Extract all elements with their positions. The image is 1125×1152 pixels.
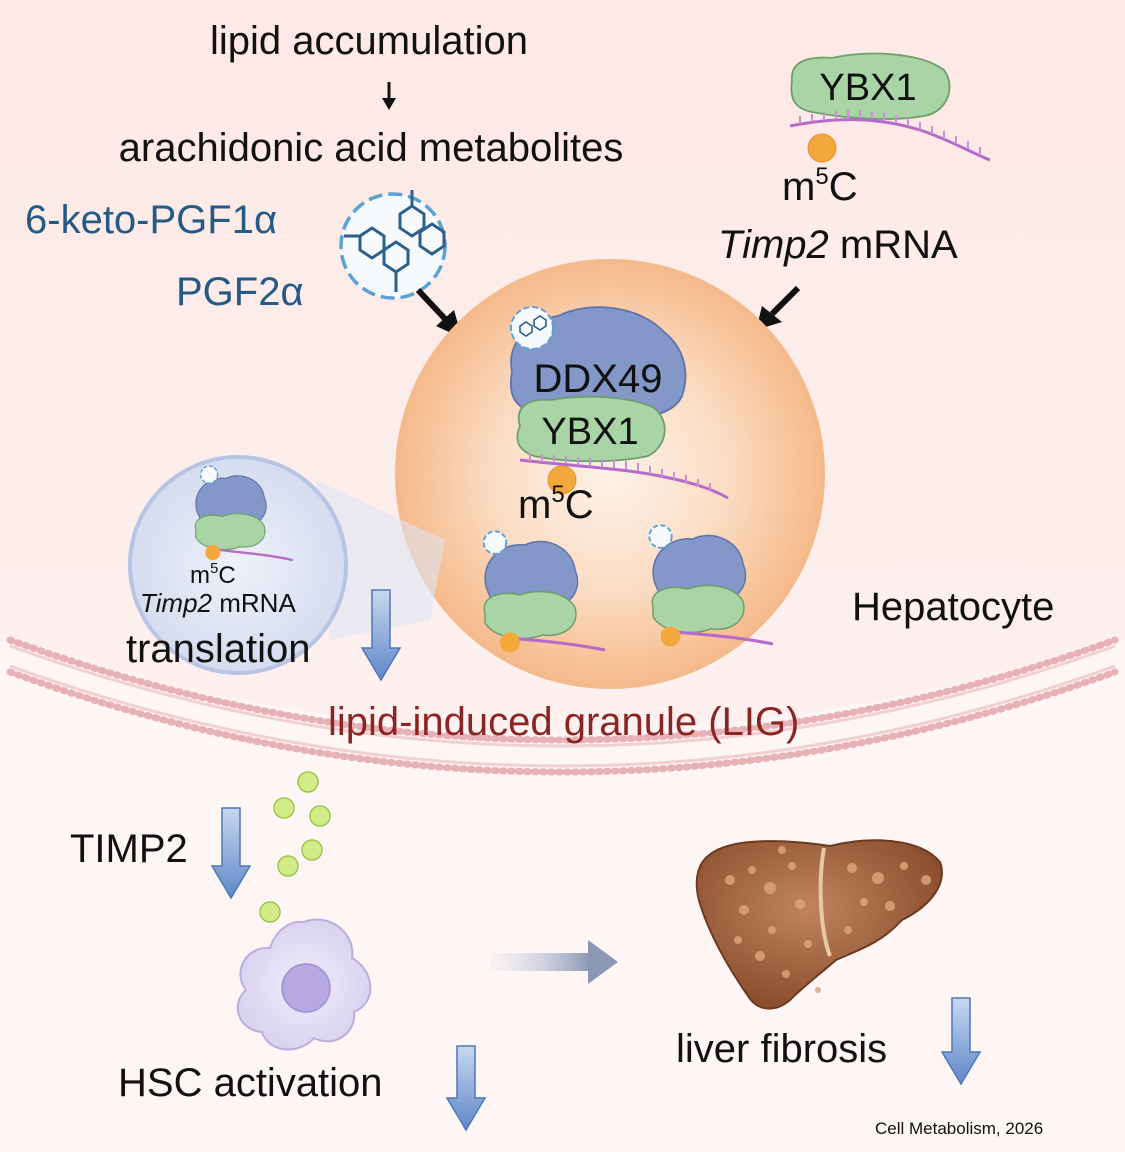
- mrna-strand-granule: [519, 453, 729, 500]
- liver-fibrosis-label: liver fibrosis: [676, 1027, 887, 1071]
- m5c-label-topright: m5C: [782, 163, 858, 209]
- down-arrow-small: [382, 82, 396, 110]
- m5c-mark-granule: [547, 465, 577, 495]
- citation-text: Cell Metabolism, 2026: [875, 1119, 1043, 1138]
- complex-small-2: [648, 524, 774, 647]
- ybx1-protein-granule: YBX1: [516, 395, 666, 463]
- ybx1-label-granule: YBX1: [541, 411, 638, 453]
- timp2-protein-label: TIMP2: [70, 827, 188, 871]
- inset-magnifier-beam: [316, 480, 445, 640]
- timp2-mrna-label-inset: Timp2 mRNA: [140, 588, 296, 618]
- m5c-label-inset: m5C: [190, 560, 236, 589]
- inset-complex: [194, 465, 293, 562]
- translation-down-arrow: [360, 589, 402, 682]
- inset-magnified-complex: [128, 455, 348, 675]
- mrna-strand-topright: [789, 110, 991, 162]
- hepatocyte-label: Hepatocyte: [852, 585, 1054, 629]
- secreted-timp2-particles: [259, 771, 331, 923]
- ddx49-bound-metabolite-icon: [510, 306, 554, 350]
- lipid-accumulation-text: lipid accumulation: [210, 19, 528, 63]
- lig-label: lipid-induced granule (LIG): [328, 700, 799, 744]
- hsc-activation-label: HSC activation: [118, 1061, 383, 1105]
- arachidonic-acid-metabolites-text: arachidonic acid metabolites: [119, 126, 624, 170]
- fibrosis-down-arrow: [940, 997, 982, 1086]
- timp2-down-arrow: [210, 807, 252, 900]
- cell-membrane: [6, 636, 1119, 776]
- ddx49-label: DDX49: [534, 357, 663, 401]
- fibrotic-liver-icon: [695, 839, 943, 1010]
- m5c-mark-topright: [807, 133, 837, 163]
- timp2-mrna-label-topright: Timp2 mRNA: [718, 223, 958, 267]
- progression-arrow: [490, 940, 618, 984]
- translation-label: translation: [126, 627, 311, 671]
- metabolite-6-keto-pgf1a: 6-keto-PGF1α: [25, 198, 277, 242]
- metabolite-molecule-icon: [339, 190, 447, 300]
- m5c-label-granule: m5C: [518, 481, 594, 527]
- ybx1-protein-topright: YBX1: [790, 52, 951, 120]
- ybx1-label-topright: YBX1: [819, 67, 916, 109]
- metabolite-pgf2a: PGF2α: [176, 270, 304, 314]
- hsc-down-arrow: [445, 1045, 487, 1132]
- complex-small-1: [482, 530, 606, 653]
- hsc-cell-icon: [236, 918, 372, 1051]
